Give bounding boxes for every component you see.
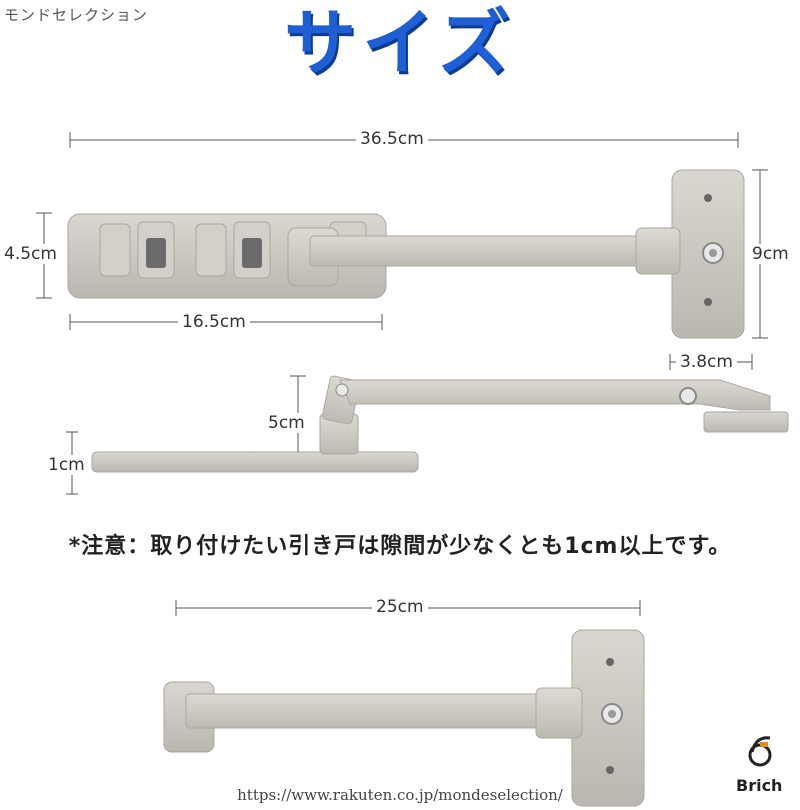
shop-url[interactable]: https://www.rakuten.co.jp/mondeselection… (237, 786, 563, 804)
label-arm-height: 5cm (264, 413, 309, 433)
lock-button (242, 238, 262, 268)
caution-note: *注意：取り付けたい引き戸は隙間が少なくとも1cm以上です。 (68, 534, 732, 559)
label-arm-length: 25cm (372, 597, 428, 617)
lock-slot (195, 223, 227, 277)
side-arm-bar (339, 379, 771, 411)
label-base-thickness: 1cm (44, 455, 89, 475)
screw-hole (606, 658, 614, 666)
side-base-plate (91, 451, 419, 473)
screw-hole (704, 194, 712, 202)
bracket-hinge (635, 227, 681, 275)
lock-slot (99, 223, 131, 277)
brand-name: Brich (736, 776, 783, 795)
arm-bar-bottom (185, 693, 567, 729)
label-bracket-depth: 3.8cm (676, 352, 737, 372)
arm-bar (309, 235, 667, 267)
lock-button (146, 238, 166, 268)
screw-hole (704, 298, 712, 306)
label-bracket-height: 9cm (748, 244, 793, 264)
brand-logo-icon (748, 736, 772, 767)
shop-name: モンドセレクション (4, 6, 149, 24)
label-height: 4.5cm (0, 244, 61, 264)
label-total-length: 36.5cm (356, 129, 428, 149)
label-base-length: 16.5cm (178, 312, 250, 332)
screw-hole (606, 766, 614, 774)
page-title: サイズ (284, 1, 516, 85)
side-pivot-screw (679, 387, 697, 405)
side-bracket (703, 411, 789, 433)
bracket-hinge-bottom (535, 687, 583, 739)
